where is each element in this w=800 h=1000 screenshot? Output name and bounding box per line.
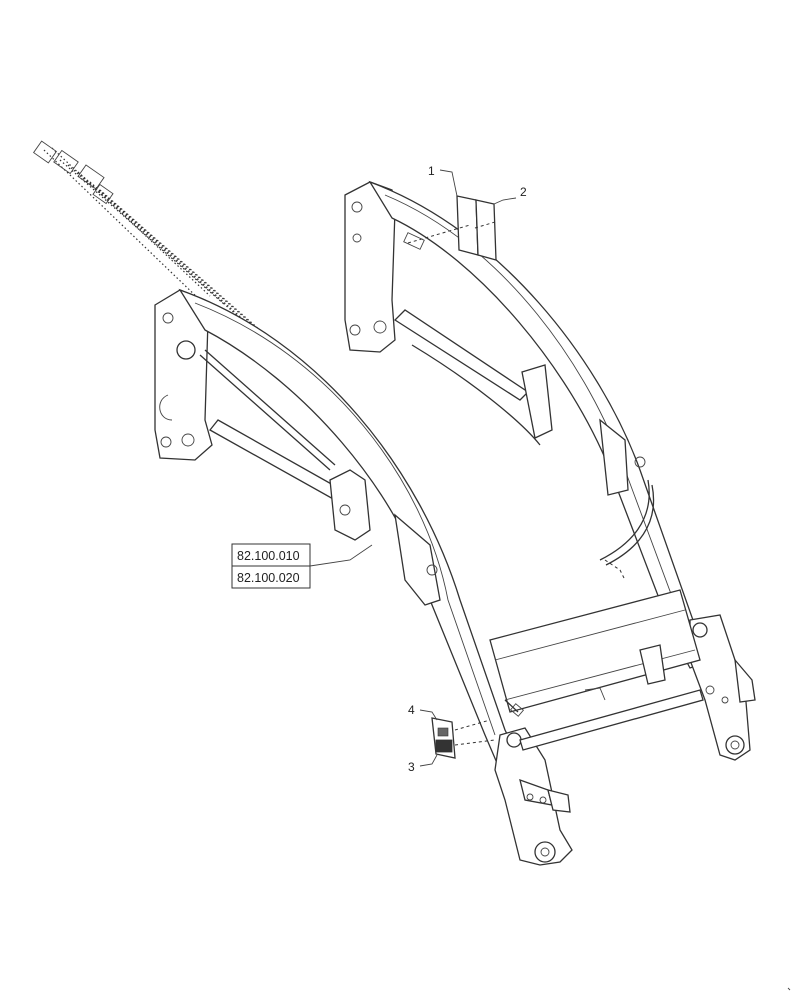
cross-tube <box>489 559 701 713</box>
callout-2: 2 <box>493 185 527 205</box>
callout-4: 4 <box>408 703 438 721</box>
hose-couplers <box>32 140 114 205</box>
hydraulic-hoses <box>32 140 286 353</box>
callout-number: 1 <box>428 164 435 178</box>
decal-1-2 <box>407 195 497 261</box>
callout-number: 2 <box>520 185 527 199</box>
reference-box[interactable]: 82.100.010 82.100.020 <box>231 543 373 589</box>
left-loader-arm <box>154 288 704 866</box>
callout-1: 1 <box>428 164 458 197</box>
decal-3-4 <box>431 717 496 759</box>
callout-number: 4 <box>408 703 415 717</box>
callout-3: 3 <box>408 754 438 774</box>
reference-link[interactable]: 82.100.010 <box>237 549 300 563</box>
reference-link[interactable]: 82.100.020 <box>237 571 300 585</box>
callout-number: 3 <box>408 760 415 774</box>
